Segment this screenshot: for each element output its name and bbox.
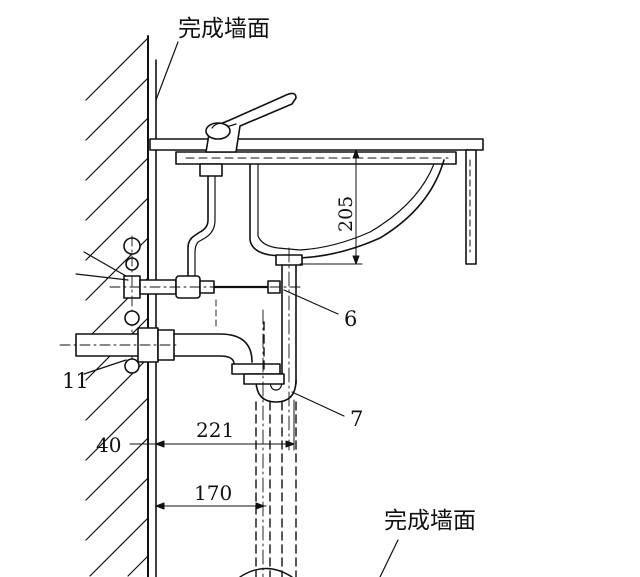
finished-wall-label-bottom: 完成墙面 — [384, 508, 476, 534]
dim-wall-offset-label: 40 — [96, 433, 121, 457]
callout-11-label: 11 — [62, 369, 89, 393]
callout-7-label: 7 — [350, 407, 363, 431]
floor-drain-dashed — [255, 321, 297, 577]
dim-drain-offset — [155, 502, 267, 510]
callout-valve-leader — [83, 251, 127, 277]
callout-6-label: 6 — [344, 307, 357, 331]
wall-hatch — [85, 37, 149, 577]
faucet-icon — [199, 92, 297, 177]
dim-basin-depth-label: 205 — [335, 196, 357, 232]
supply-hose — [187, 175, 216, 281]
floor-trap-arc — [239, 567, 293, 577]
dim-basin-depth — [299, 149, 363, 265]
p-trap-icon — [231, 363, 297, 403]
countertop — [149, 138, 484, 265]
finished-wall-label-top: 完成墙面 — [178, 16, 270, 42]
callout-leaders — [83, 289, 399, 577]
dim-trap-offset — [129, 399, 295, 451]
wall-top-leader — [155, 41, 179, 101]
dim-drain-offset-label: 170 — [194, 481, 232, 505]
dim-trap-offset-label: 221 — [196, 418, 234, 442]
callout-valve-leader-2 — [75, 273, 129, 281]
basin — [175, 151, 457, 259]
